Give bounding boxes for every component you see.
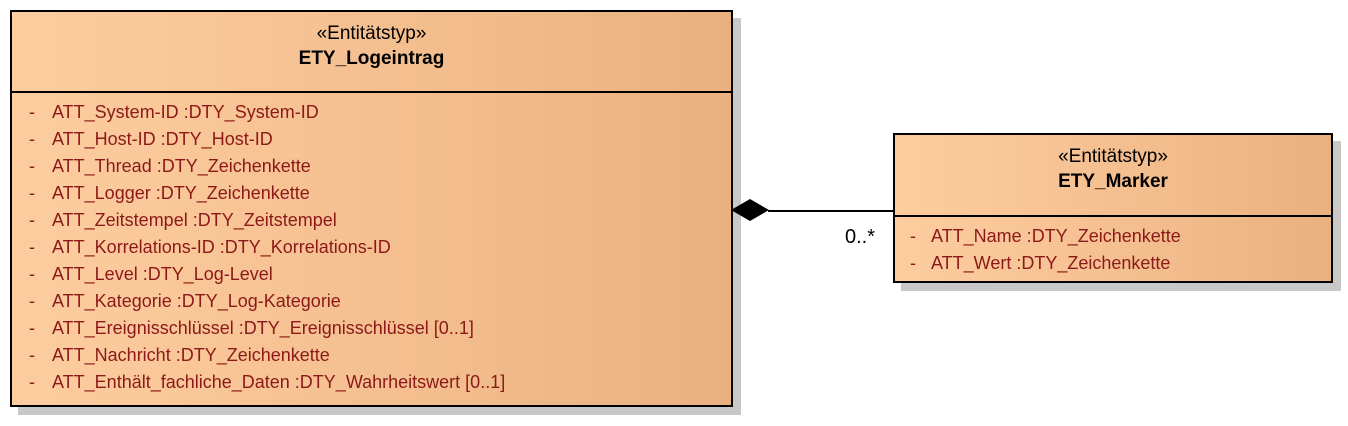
attribute-row[interactable]: - ATT_Thread :DTY_Zeichenkette bbox=[12, 153, 725, 180]
visibility-marker: - bbox=[29, 345, 35, 365]
visibility-marker: - bbox=[29, 291, 35, 311]
attribute-compartment-ety-marker: - ATT_Name :DTY_Zeichenkette - ATT_Wert … bbox=[895, 217, 1331, 283]
attribute-label: ATT_Kategorie :DTY_Log-Kategorie bbox=[52, 291, 341, 311]
attribute-label: ATT_Korrelations-ID :DTY_Korrelations-ID bbox=[52, 237, 391, 257]
class-header-ety-logeintrag: «Entitätstyp» ETY_Logeintrag bbox=[12, 12, 731, 91]
association-multiplicity-label: 0..* bbox=[845, 226, 876, 248]
attribute-label: ATT_Nachricht :DTY_Zeichenkette bbox=[52, 345, 330, 365]
visibility-marker: - bbox=[29, 372, 35, 392]
attribute-compartment-ety-logeintrag: - ATT_System-ID :DTY_System-ID - ATT_Hos… bbox=[12, 93, 731, 402]
attribute-row[interactable]: - ATT_Name :DTY_Zeichenkette bbox=[895, 223, 1325, 250]
attribute-row[interactable]: - ATT_Ereignisschlüssel :DTY_Ereignissch… bbox=[12, 315, 725, 342]
visibility-marker: - bbox=[29, 129, 35, 149]
attribute-row[interactable]: - ATT_Nachricht :DTY_Zeichenkette bbox=[12, 342, 725, 369]
attribute-row[interactable]: - ATT_Level :DTY_Log-Level bbox=[12, 261, 725, 288]
attribute-row[interactable]: - ATT_System-ID :DTY_System-ID bbox=[12, 99, 725, 126]
attribute-label: ATT_Thread :DTY_Zeichenkette bbox=[52, 156, 311, 176]
attribute-label: ATT_Logger :DTY_Zeichenkette bbox=[52, 183, 310, 203]
uml-class-ety-logeintrag[interactable]: «Entitätstyp» ETY_Logeintrag - ATT_Syste… bbox=[10, 10, 733, 407]
attribute-label: ATT_Ereignisschlüssel :DTY_Ereignisschlü… bbox=[52, 318, 474, 338]
attribute-label: ATT_System-ID :DTY_System-ID bbox=[52, 102, 319, 122]
association-line-composition[interactable] bbox=[768, 210, 895, 212]
visibility-marker: - bbox=[910, 226, 916, 246]
attribute-label: ATT_Name :DTY_Zeichenkette bbox=[931, 226, 1181, 246]
attribute-row[interactable]: - ATT_Wert :DTY_Zeichenkette bbox=[895, 250, 1325, 277]
class-name: ETY_Marker bbox=[1058, 171, 1168, 192]
visibility-marker: - bbox=[910, 253, 916, 273]
class-header-ety-marker: «Entitätstyp» ETY_Marker bbox=[895, 135, 1331, 215]
diamond-right-half bbox=[750, 199, 769, 221]
attribute-row[interactable]: - ATT_Enthält_fachliche_Daten :DTY_Wahrh… bbox=[12, 369, 725, 396]
attribute-label: ATT_Zeitstempel :DTY_Zeitstempel bbox=[52, 210, 337, 230]
class-compartment-divider bbox=[895, 215, 1331, 217]
visibility-marker: - bbox=[29, 210, 35, 230]
visibility-marker: - bbox=[29, 237, 35, 257]
attribute-label: ATT_Host-ID :DTY_Host-ID bbox=[52, 129, 273, 149]
visibility-marker: - bbox=[29, 102, 35, 122]
class-stereotype: «Entitätstyp» bbox=[316, 23, 427, 44]
attribute-label: ATT_Wert :DTY_Zeichenkette bbox=[931, 253, 1171, 273]
attribute-label: ATT_Enthält_fachliche_Daten :DTY_Wahrhei… bbox=[52, 372, 506, 392]
class-name: ETY_Logeintrag bbox=[298, 48, 445, 69]
attribute-row[interactable]: - ATT_Host-ID :DTY_Host-ID bbox=[12, 126, 725, 153]
visibility-marker: - bbox=[29, 183, 35, 203]
visibility-marker: - bbox=[29, 318, 35, 338]
visibility-marker: - bbox=[29, 156, 35, 176]
class-stereotype: «Entitätstyp» bbox=[1058, 146, 1168, 167]
attribute-row[interactable]: - ATT_Logger :DTY_Zeichenkette bbox=[12, 180, 725, 207]
attribute-row[interactable]: - ATT_Korrelations-ID :DTY_Korrelations-… bbox=[12, 234, 725, 261]
visibility-marker: - bbox=[29, 264, 35, 284]
attribute-label: ATT_Level :DTY_Log-Level bbox=[52, 264, 273, 284]
diamond-left-half bbox=[731, 199, 750, 221]
uml-class-ety-marker[interactable]: «Entitätstyp» ETY_Marker - ATT_Name :DTY… bbox=[893, 133, 1333, 283]
attribute-row[interactable]: - ATT_Zeitstempel :DTY_Zeitstempel bbox=[12, 207, 725, 234]
attribute-row[interactable]: - ATT_Kategorie :DTY_Log-Kategorie bbox=[12, 288, 725, 315]
class-compartment-divider bbox=[12, 91, 731, 93]
